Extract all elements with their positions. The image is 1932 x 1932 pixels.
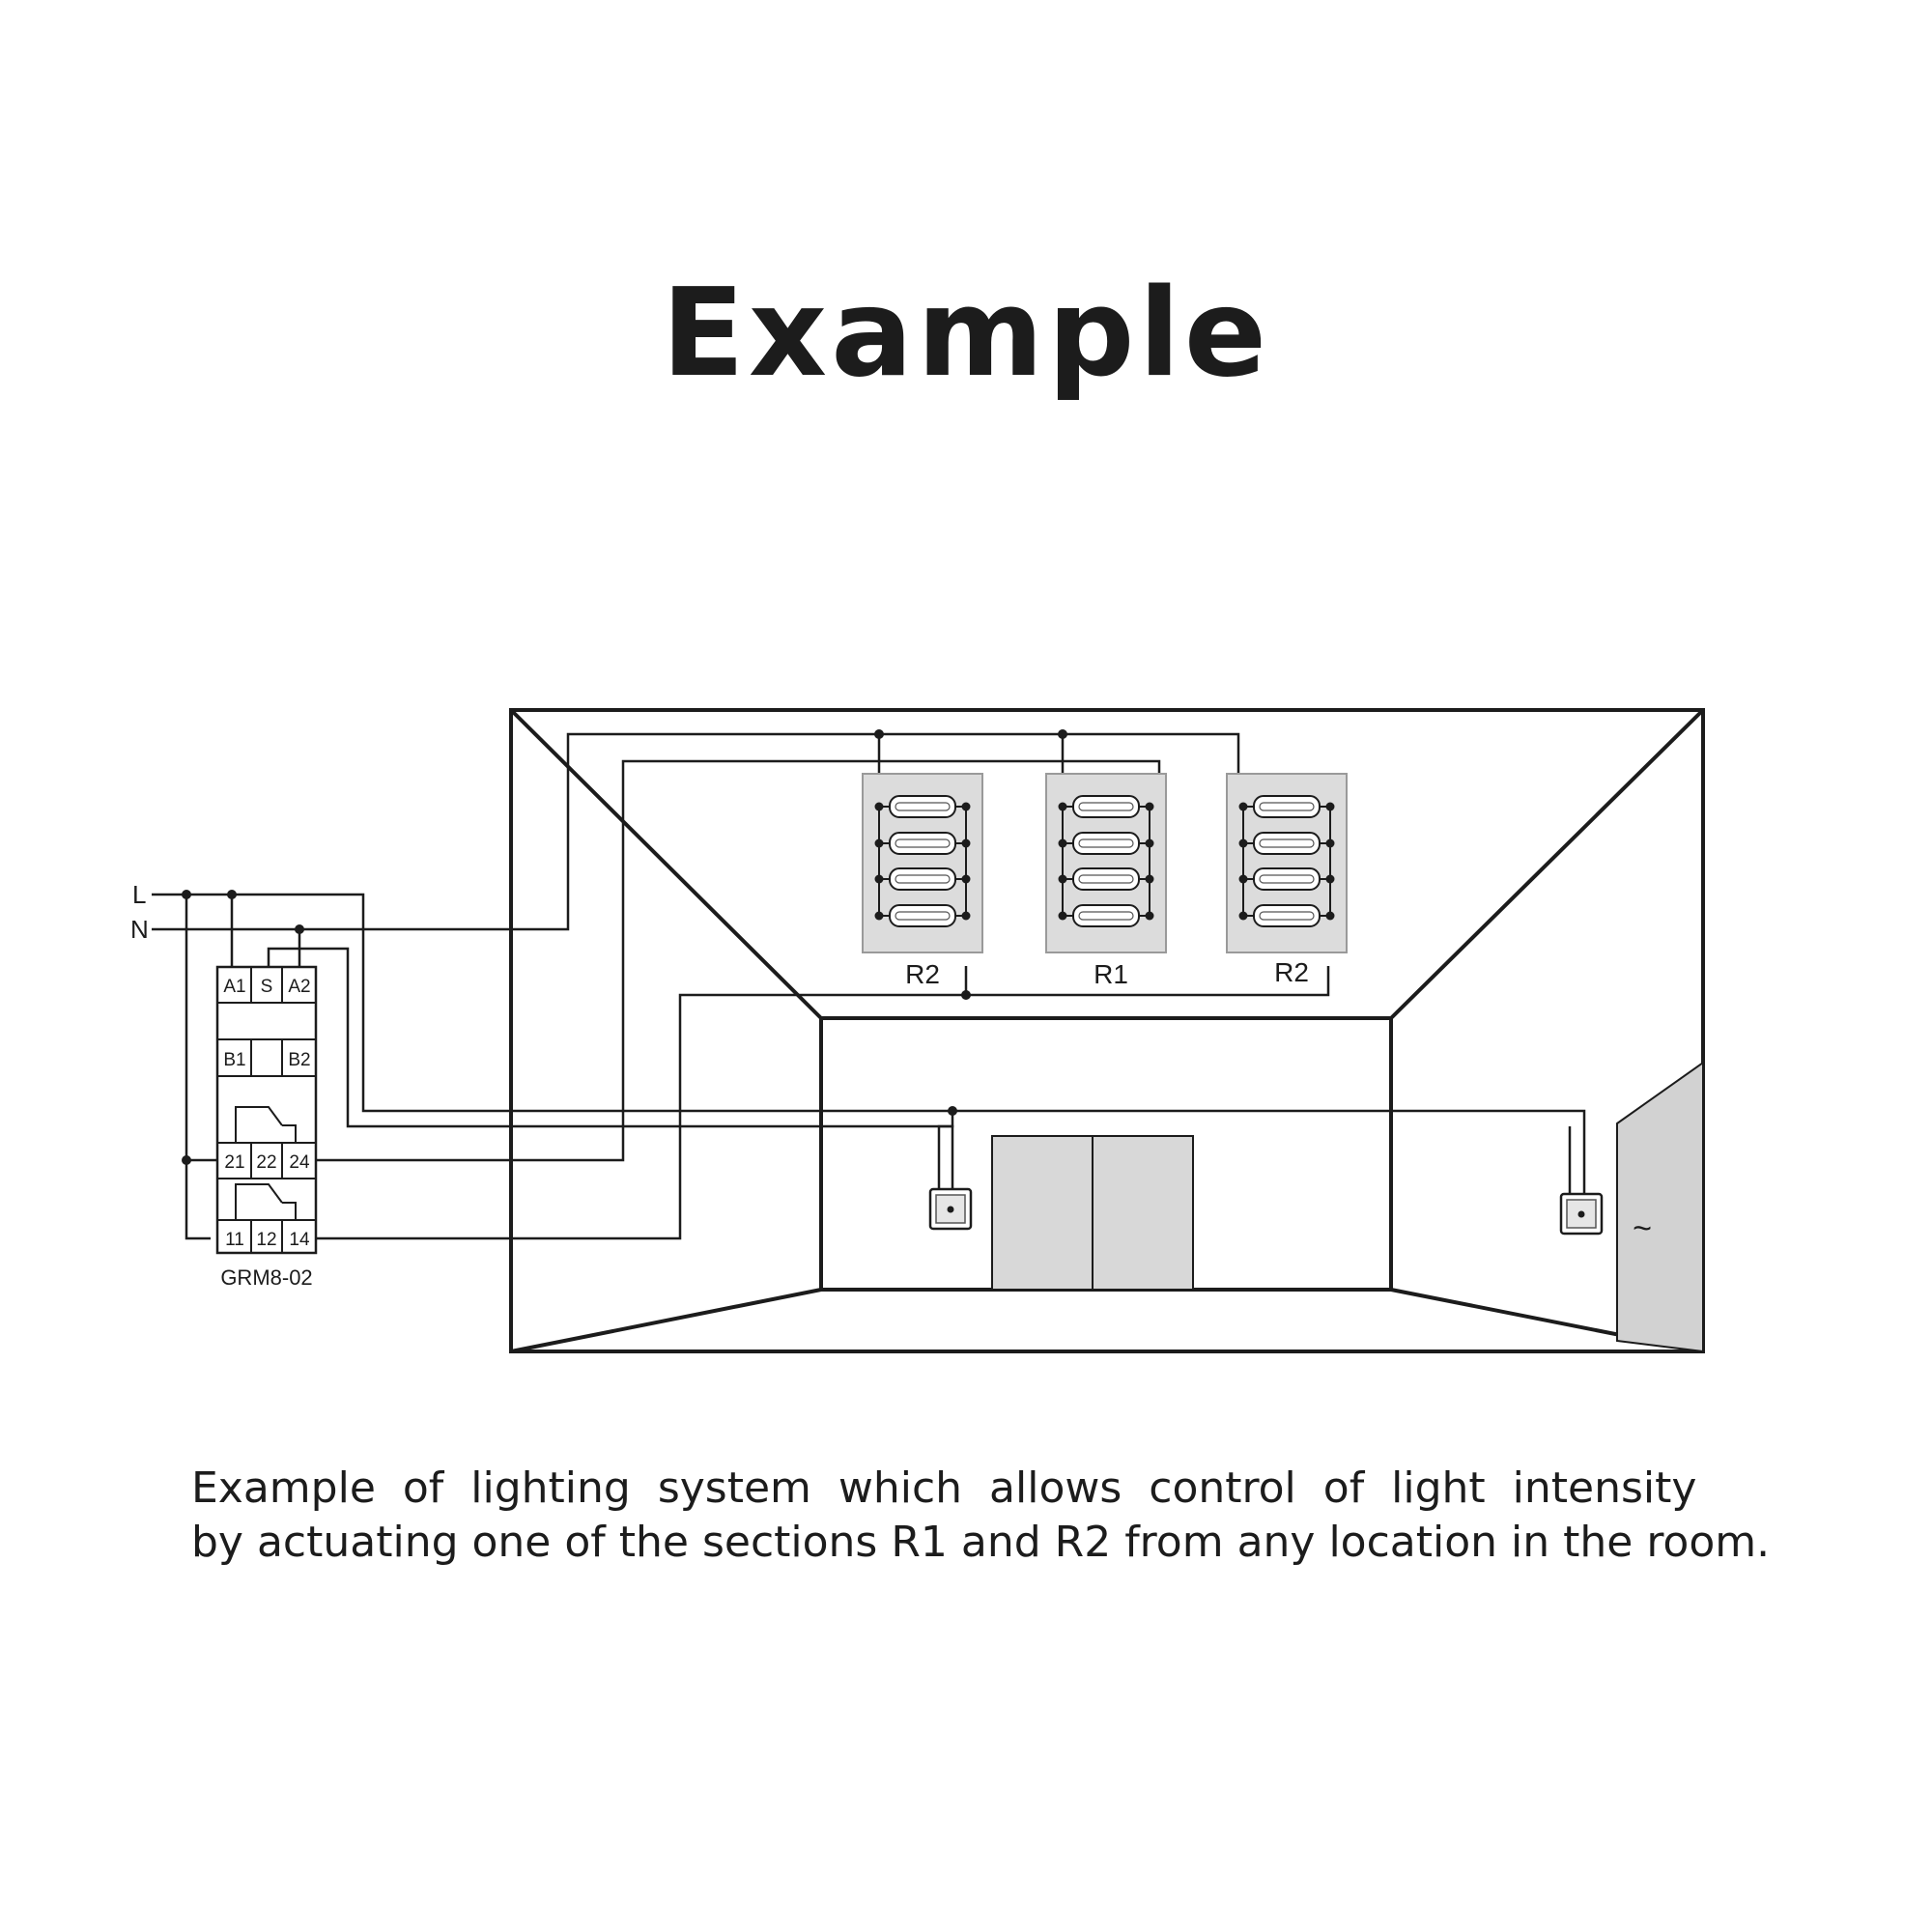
room-edge-top-left <box>509 708 823 1020</box>
terminal-a1: A1 <box>223 977 245 997</box>
outlet-symbol: ~ <box>1633 1210 1652 1247</box>
push-button-left <box>928 1187 973 1231</box>
terminal-14: 14 <box>289 1230 310 1250</box>
tube-junction-left <box>874 802 884 811</box>
terminal-a2: A2 <box>288 977 310 997</box>
lighting-section-left <box>862 773 983 953</box>
tube-inner <box>1259 874 1315 884</box>
tube-inner <box>1259 838 1315 848</box>
junctions <box>182 729 1067 1165</box>
terminal-11: 11 <box>225 1230 244 1250</box>
wire-line-L <box>152 893 1586 1204</box>
tube-junction-right <box>1325 838 1335 848</box>
tube-junction-left <box>874 874 884 884</box>
tube-junction-right <box>961 874 971 884</box>
tube-junction-right <box>1325 911 1335 921</box>
tube-inner <box>895 802 951 811</box>
side-door <box>1616 1061 1704 1353</box>
wire-switch-left-feed <box>937 1111 954 1204</box>
room-edge-top-right <box>1389 708 1705 1020</box>
lighting-section-right <box>1226 773 1348 953</box>
tube-junction-left <box>1238 802 1248 811</box>
door-right <box>1092 1135 1194 1291</box>
terminal-22: 22 <box>256 1152 276 1173</box>
relay-model-label: GRM8-02 <box>220 1265 312 1290</box>
tube-junction-right <box>961 802 971 811</box>
terminal-s: S <box>261 977 273 997</box>
tube-junction-right <box>1145 911 1154 921</box>
terminal-b2: B2 <box>288 1050 310 1070</box>
lighting-section-center <box>1045 773 1167 953</box>
tube-inner <box>1259 911 1315 921</box>
wire-24-to-R1 <box>315 759 1161 1162</box>
terminal-24: 24 <box>289 1152 310 1173</box>
door-left <box>991 1135 1094 1291</box>
tube-junction-left <box>1058 911 1067 921</box>
tube-junction-left <box>1058 838 1067 848</box>
wire-14-to-R2 <box>315 966 1330 1240</box>
terminal-12: 12 <box>256 1230 276 1250</box>
tube-inner <box>1078 838 1134 848</box>
wire-neutral-N <box>152 732 1240 931</box>
tube-junction-left <box>1058 802 1067 811</box>
label-L: L <box>132 880 146 909</box>
tube-junction-right <box>1145 838 1154 848</box>
tube-inner <box>895 838 951 848</box>
wire-L-to-11 <box>185 895 211 1240</box>
terminal-b1: B1 <box>223 1050 245 1070</box>
tube-junction-right <box>1145 874 1154 884</box>
section-labels: R2 R1 R2 <box>905 957 1309 989</box>
tube-inner <box>1078 911 1134 921</box>
tube-inner <box>1078 874 1134 884</box>
caption-line-1: Example of lighting system which allows … <box>191 1463 1697 1513</box>
tube-junction-left <box>1238 874 1248 884</box>
tube-inner <box>1078 802 1134 811</box>
room-edge-bottom-left <box>510 1288 822 1353</box>
wires <box>152 732 1586 1240</box>
tube-inner <box>895 911 951 921</box>
tube-junction-right <box>1325 802 1335 811</box>
push-button-right <box>1559 1192 1604 1236</box>
relay-module: A1 S A2 B1 B2 21 22 24 11 12 14 <box>215 965 318 1255</box>
section-label-center: R1 <box>1094 959 1128 989</box>
tube-junction-right <box>961 838 971 848</box>
tube-inner <box>1259 802 1315 811</box>
double-door <box>991 1135 1194 1291</box>
tube-inner <box>895 874 951 884</box>
terminal-21: 21 <box>224 1152 244 1173</box>
tube-junction-left <box>874 838 884 848</box>
tube-junction-right <box>1145 802 1154 811</box>
wire-S-control <box>267 947 954 1204</box>
tube-junction-left <box>874 911 884 921</box>
tube-junction-right <box>961 911 971 921</box>
tube-junction-left <box>1238 911 1248 921</box>
caption-line-2: by actuating one of the sections R1 and … <box>191 1518 1771 1567</box>
section-label-left: R2 <box>905 959 940 989</box>
tube-junction-right <box>1325 874 1335 884</box>
tube-junction-left <box>1238 838 1248 848</box>
label-N: N <box>130 915 149 944</box>
page-title: Example <box>661 262 1271 404</box>
room-outer-frame <box>509 708 1705 1353</box>
section-label-right: R2 <box>1274 957 1309 987</box>
caption: Example of lighting system which allows … <box>191 1462 1814 1570</box>
tube-junction-left <box>1058 874 1067 884</box>
